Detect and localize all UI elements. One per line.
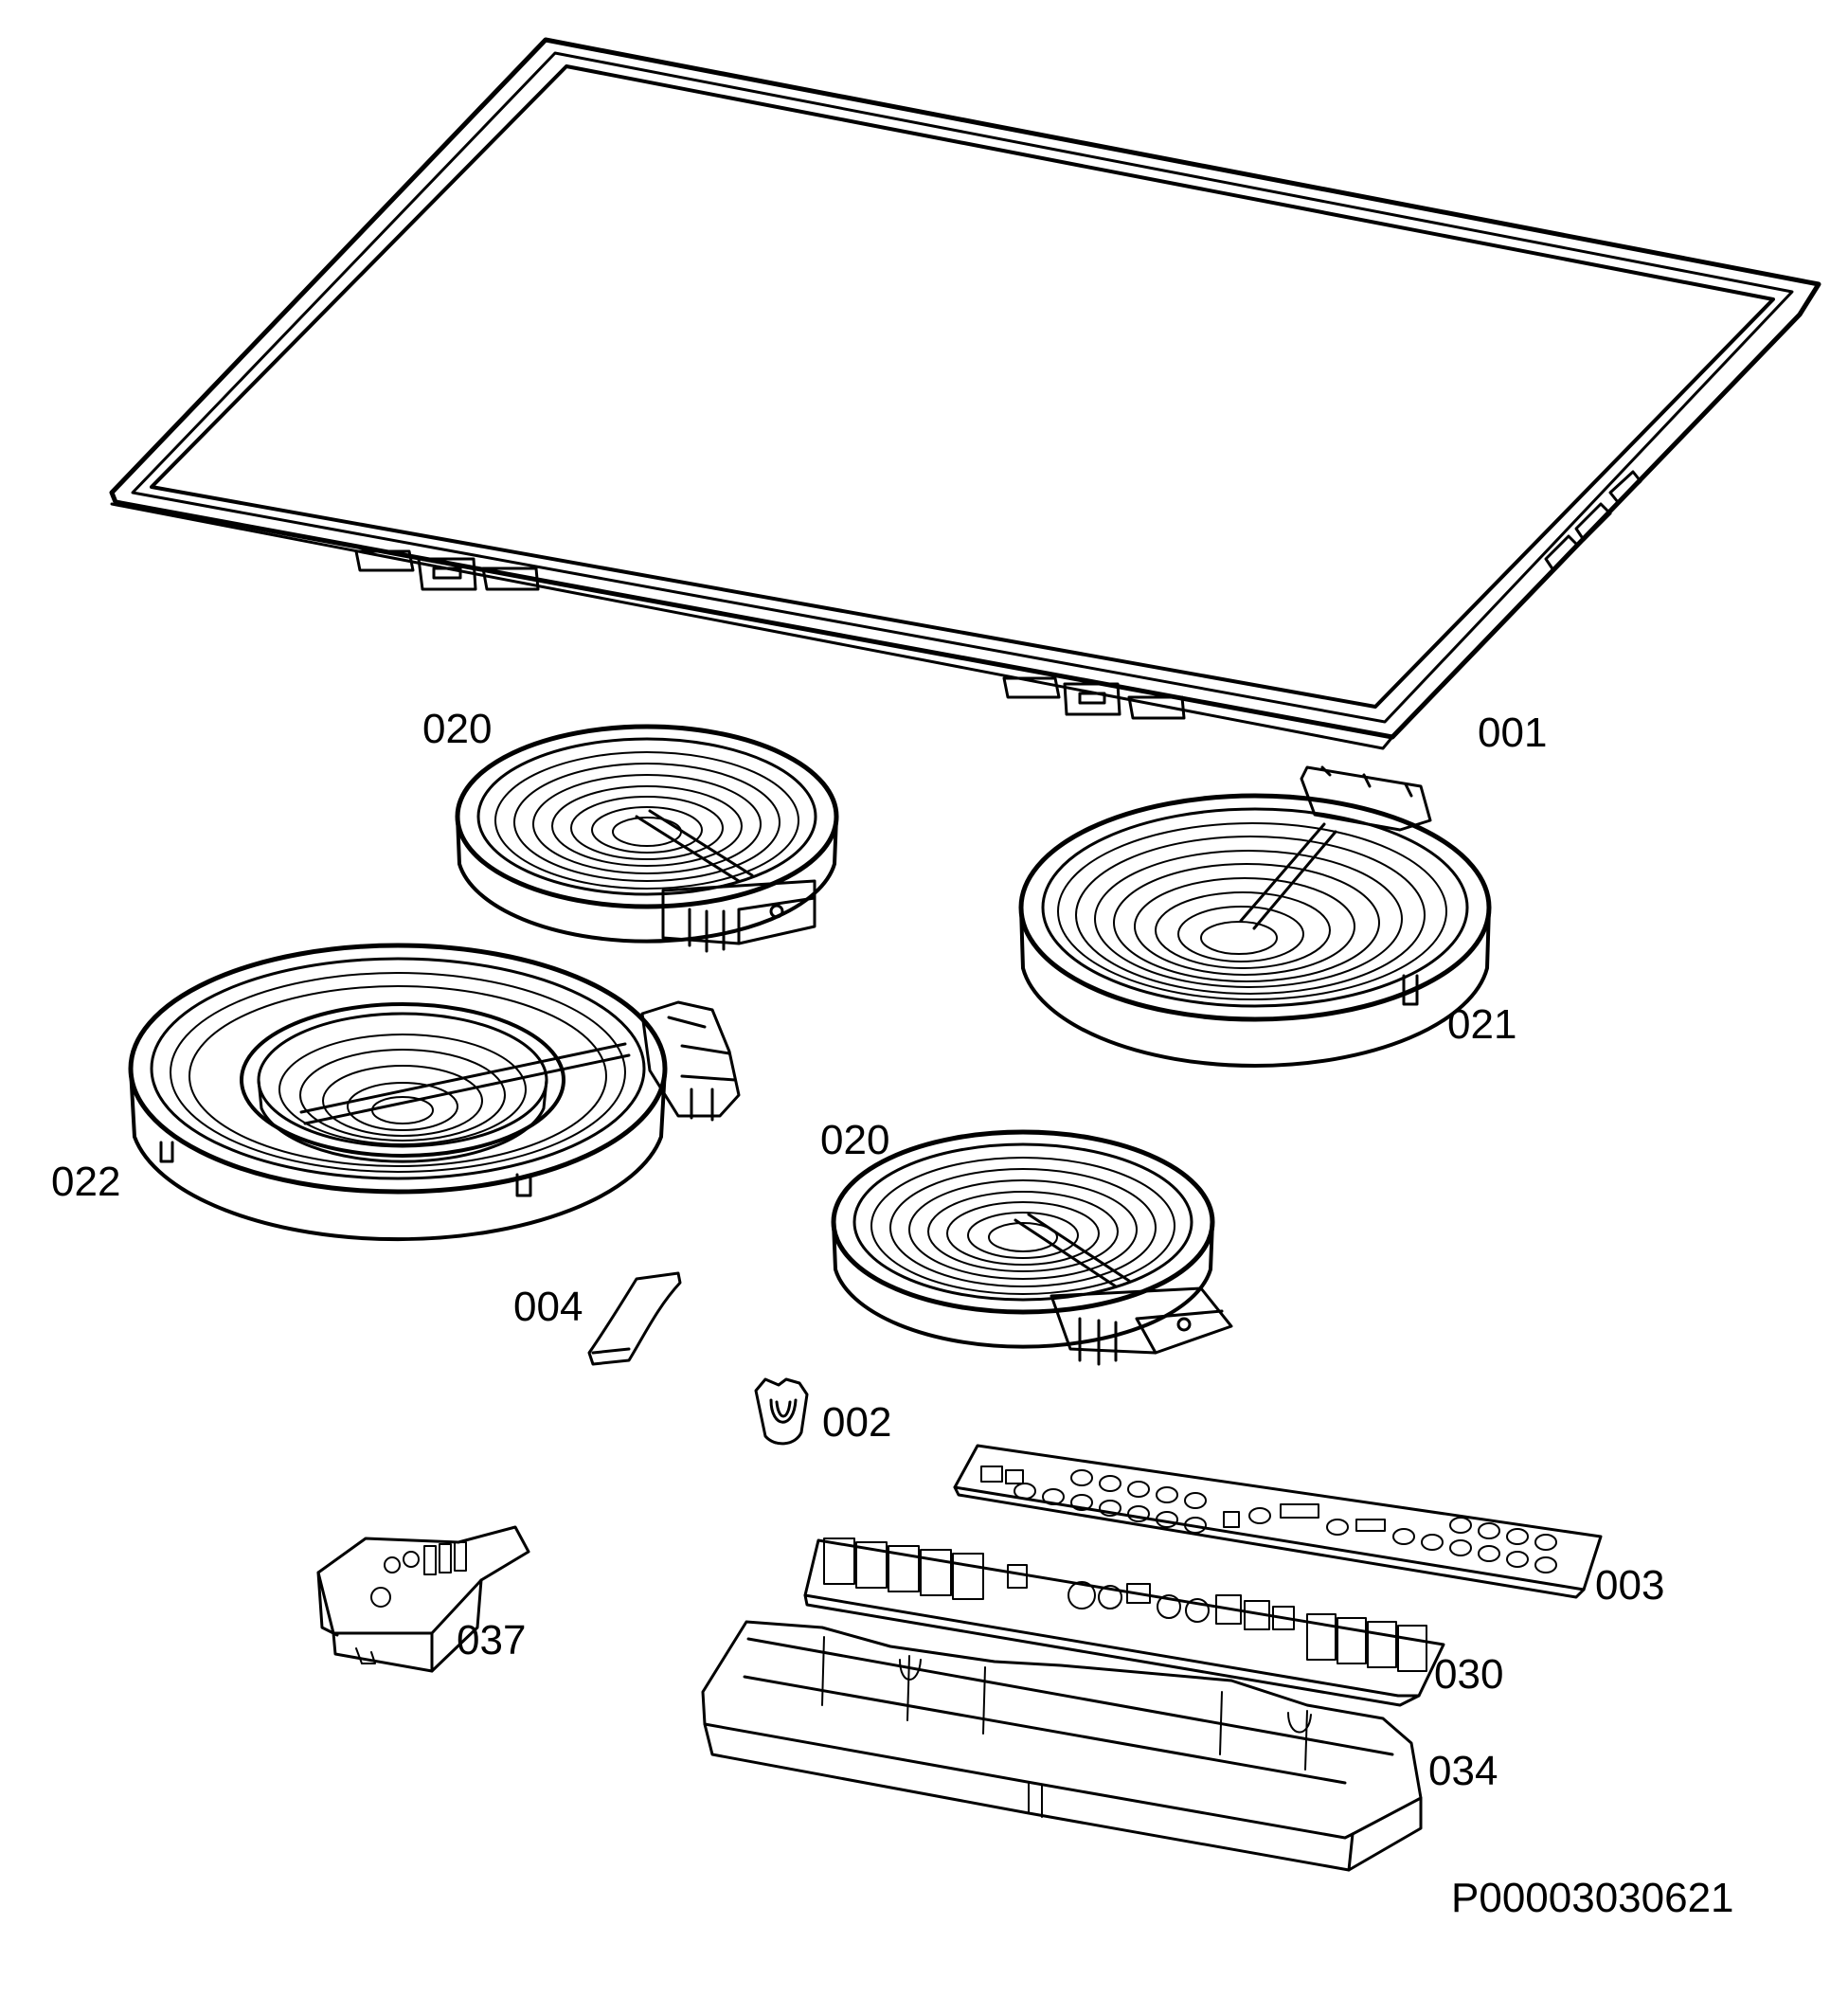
heating-element-020-lower (831, 1129, 1233, 1366)
heating-element-020-upper-connector (661, 879, 816, 953)
glass-top-bracket-left (354, 549, 540, 591)
glass-top-bracket-side (1544, 470, 1642, 572)
glass-top-part (109, 37, 1821, 750)
heating-element-020-upper (455, 724, 839, 953)
callout-003: 003 (1595, 1562, 1665, 1609)
callout-020-lower: 020 (820, 1117, 890, 1163)
glass-top-bracket-right (1002, 676, 1186, 720)
clip-002 (754, 1377, 809, 1446)
heating-element-021 (1018, 765, 1492, 1068)
callout-037: 037 (457, 1617, 527, 1663)
callout-020-upper: 020 (422, 706, 493, 752)
terminal-block-037 (316, 1525, 530, 1673)
housing-034 (701, 1620, 1423, 1872)
power-board-030 (803, 1537, 1445, 1707)
document-id: P00003030621 (1451, 1875, 1734, 1921)
callout-034: 034 (1428, 1748, 1498, 1794)
ribbon-cable-004 (587, 1271, 682, 1366)
callout-022: 022 (51, 1159, 121, 1205)
heating-element-020-lower-connector (1050, 1286, 1233, 1366)
heating-element-021-connector (1300, 765, 1432, 832)
heating-element-022 (128, 943, 741, 1242)
callout-002: 002 (822, 1399, 892, 1446)
callout-001: 001 (1478, 710, 1548, 756)
control-board-003 (953, 1444, 1603, 1599)
callout-021: 021 (1447, 1001, 1517, 1048)
callout-004: 004 (513, 1284, 583, 1330)
callout-030: 030 (1434, 1651, 1504, 1698)
heating-element-022-connector (640, 1000, 741, 1122)
